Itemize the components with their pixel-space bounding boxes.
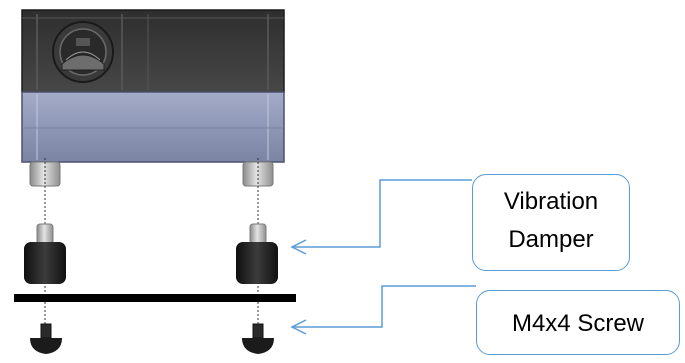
device-upper-housing	[21, 9, 285, 93]
device-lower-housing	[21, 91, 285, 163]
m4-screw-callout: M4x4 Screw	[476, 290, 680, 355]
vibration-damper-label-line1: Vibration	[503, 188, 599, 215]
m4-screw-label: M4x4 Screw	[511, 310, 645, 337]
m4-screw-left	[30, 323, 62, 354]
base-plate	[14, 294, 296, 302]
screw-pointer-line	[290, 285, 476, 335]
vibration-damper-label-line2: Damper	[508, 226, 594, 253]
vibration-damper-right	[236, 223, 278, 284]
vibration-damper-left	[24, 223, 66, 284]
dial-knob-icon	[52, 21, 114, 83]
damper-pointer-line	[290, 179, 472, 255]
alignment-dashed-lines	[44, 158, 259, 330]
m4-screw-right	[242, 323, 274, 354]
vibration-damper-callout: Vibration Damper	[472, 174, 630, 271]
